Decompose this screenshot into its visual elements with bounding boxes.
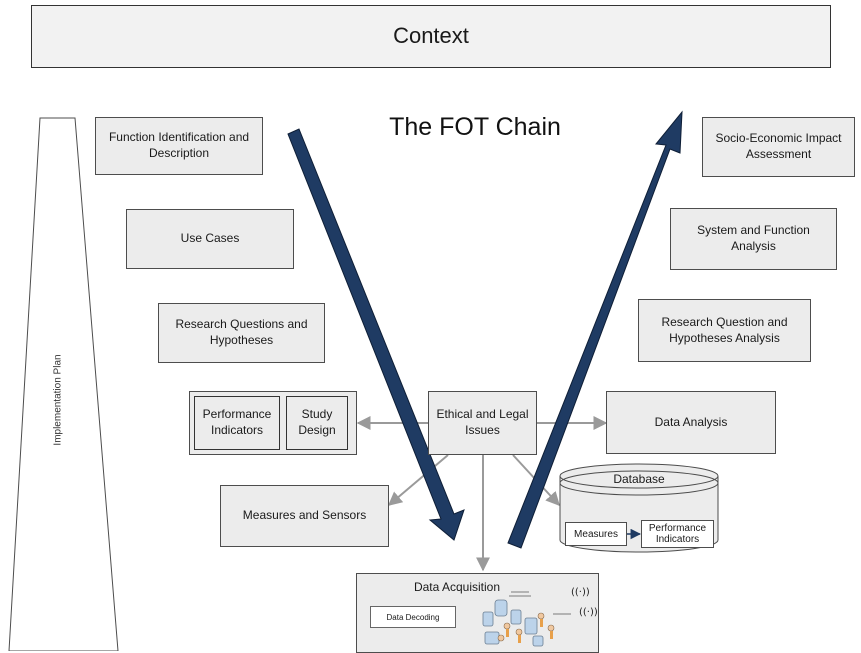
vehicle-icon	[482, 591, 571, 647]
context-header: Context	[31, 5, 831, 68]
data-analysis-box: Data Analysis	[606, 391, 776, 454]
function-identification-box: Function Identification and Description	[95, 117, 263, 175]
socio-economic-box: Socio-Economic Impact Assessment	[702, 117, 855, 177]
radio-tower-icon: ((·))	[579, 607, 598, 618]
research-analysis-box: Research Question and Hypotheses Analysi…	[638, 299, 811, 362]
implementation-plan-label: Implementation Plan	[52, 354, 64, 446]
performance-indicators-box: Performance Indicators	[194, 396, 280, 450]
data-decoding-box: Data Decoding	[370, 606, 456, 628]
data-acquisition-box: Data Acquisition Data Decoding	[356, 573, 599, 653]
study-design-box: Study Design	[286, 396, 348, 450]
chain-arrow-up	[507, 110, 683, 549]
implementation-plan-wedge	[8, 117, 119, 651]
chain-arrow-down	[287, 128, 465, 541]
system-function-box: System and Function Analysis	[670, 208, 837, 270]
use-cases-box: Use Cases	[126, 209, 294, 269]
ethical-legal-box: Ethical and Legal Issues	[428, 391, 537, 455]
research-questions-box: Research Questions and Hypotheses	[158, 303, 325, 363]
db-measures-box: Measures	[565, 522, 627, 546]
radio-tower-icon: ((·))	[571, 587, 590, 598]
diagram-title: The FOT Chain	[389, 113, 561, 141]
performance-study-group: Performance Indicators Study Design	[189, 391, 357, 455]
data-acquisition-label: Data Acquisition	[413, 580, 501, 594]
database-label: Database	[613, 472, 665, 486]
measures-sensors-box: Measures and Sensors	[220, 485, 389, 547]
db-performance-indicators-box: Performance Indicators	[641, 520, 714, 548]
